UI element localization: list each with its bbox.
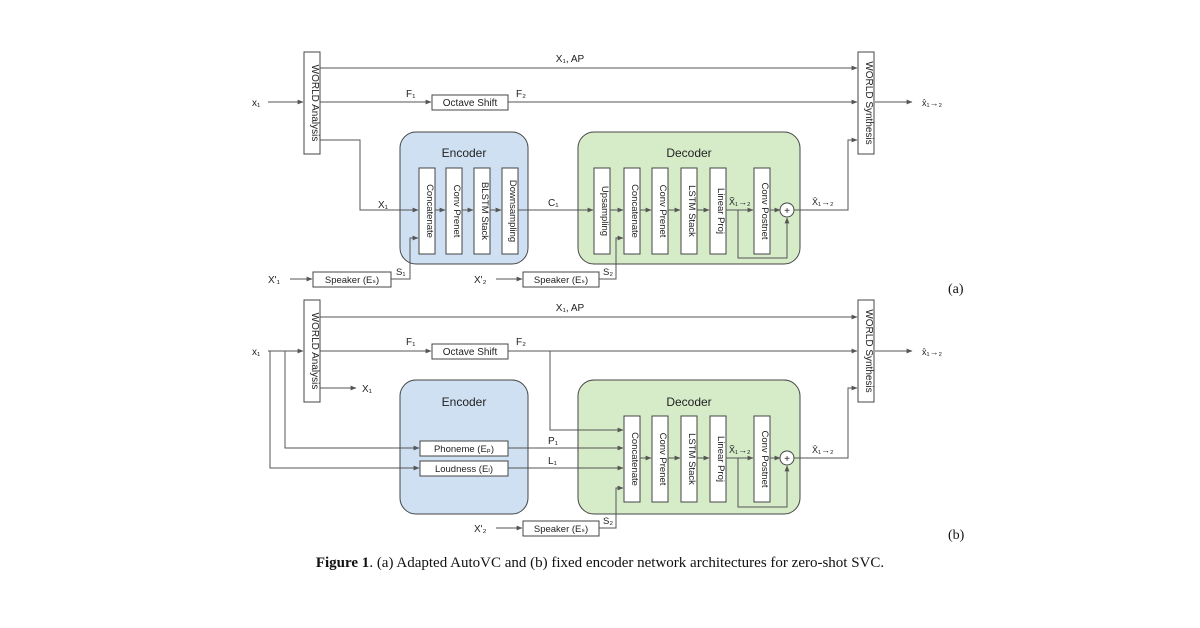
speaker1-label: Speaker (Eₛ) — [325, 275, 379, 286]
decoder-title: Decoder — [666, 395, 711, 409]
postnet-label: Conv Postnet — [759, 430, 770, 487]
f2-label: F₂ — [516, 89, 526, 100]
world-synthesis-box — [857, 51, 875, 155]
encoder-blocks: Concatenate Conv Prenet BLSTM Stack Down… — [418, 167, 519, 255]
postnet-box — [753, 415, 771, 503]
world-synthesis-label: WORLD Synthesis — [863, 61, 874, 144]
x-tilde-label: X̃₁→₂ — [729, 197, 751, 207]
panel-a-label: (a) — [948, 282, 964, 297]
world-analysis-box — [303, 51, 321, 155]
ref2-label: X'₂ — [474, 275, 487, 286]
plus-symbol: + — [784, 206, 790, 217]
decoder-block-label: Linear Proj — [715, 188, 726, 234]
s2-path — [599, 485, 624, 529]
encoder-block-label: Concatenate — [424, 184, 435, 238]
encoder-title: Encoder — [442, 395, 487, 409]
panel-b-label: (b) — [948, 528, 965, 543]
x1-path — [320, 139, 419, 213]
octave-shift-label: Octave Shift — [443, 347, 498, 358]
loudness-encoder-label: Loudness (Eₗ) — [435, 464, 493, 475]
s1-path — [391, 235, 419, 280]
x-bar-label: X̄₁→₂ — [812, 197, 834, 207]
x-bar-path — [794, 137, 858, 211]
input-to-phoneme-path — [284, 351, 420, 451]
output-signal-label: x̂₁→₂ — [922, 98, 943, 108]
figure-caption-text: . (a) Adapted AutoVC and (b) fixed encod… — [369, 555, 885, 571]
decoder-block-label: Conv Prenet — [657, 433, 668, 486]
octave-shift-label: Octave Shift — [443, 98, 498, 109]
decoder-block-label: Conv Prenet — [657, 185, 668, 238]
f1-label: F₁ — [406, 89, 416, 100]
world-analysis-label: WORLD Analysis — [309, 65, 320, 142]
decoder-blocks: Concatenate Conv Prenet LSTM Stack Linea… — [623, 415, 727, 503]
ap-signal-label: X₁, AP — [556, 303, 585, 314]
decoder-block-label: Linear Proj — [715, 436, 726, 482]
decoder-block-label: LSTM Stack — [686, 433, 697, 485]
output-signal-label: x̂₁→₂ — [922, 347, 943, 357]
encoder-block-label: Conv Prenet — [451, 185, 462, 238]
ap-signal-label: X₁, AP — [556, 54, 585, 65]
f1-label: F₁ — [406, 337, 416, 348]
speaker2-label: Speaker (Eₛ) — [534, 275, 588, 286]
panel-b: Encoder Decoder WORLD Analysis WORLD Syn… — [252, 299, 943, 537]
l1-label: L₁ — [548, 456, 558, 467]
input-signal-label: x₁ — [252, 347, 261, 358]
residual-skip-path — [737, 210, 790, 259]
f2-label: F₂ — [516, 337, 526, 348]
s2-path — [599, 235, 624, 280]
s1-label: S₁ — [396, 267, 406, 278]
x1-feature-label: X₁ — [378, 200, 389, 211]
speaker2-label: Speaker (Eₛ) — [534, 524, 588, 535]
x-bar-label: X̄₁→₂ — [812, 445, 834, 455]
f2-to-decoder-path — [549, 351, 624, 433]
input-signal-label: x₁ — [252, 98, 261, 109]
decoder-blocks: Upsampling Concatenate Conv Prenet LSTM … — [593, 167, 727, 255]
encoder-block-label: Downsampling — [507, 180, 518, 242]
decoder-title: Decoder — [666, 146, 711, 160]
encoder-block-label: BLSTM Stack — [479, 182, 490, 240]
p1-label: P₁ — [548, 436, 559, 447]
postnet-box — [753, 167, 771, 255]
phoneme-encoder-label: Phoneme (Eₚ) — [434, 444, 494, 455]
plus-symbol: + — [784, 454, 790, 465]
postnet-label: Conv Postnet — [759, 182, 770, 239]
x-bar-path — [794, 385, 858, 459]
world-synthesis-box — [857, 299, 875, 403]
decoder-block-label: LSTM Stack — [686, 185, 697, 237]
s2-label: S₂ — [603, 267, 613, 278]
figure-caption: Figure 1. (a) Adapted AutoVC and (b) fix… — [0, 555, 1200, 572]
decoder-block-label: Upsampling — [599, 186, 610, 236]
s2-label: S₂ — [603, 516, 613, 527]
panel-a: Encoder Decoder WORLD Analysis WORLD Syn… — [252, 51, 943, 288]
world-analysis-label: WORLD Analysis — [309, 313, 320, 390]
input-to-loudness-path — [269, 351, 420, 471]
x-tilde-label: X̃₁→₂ — [729, 445, 751, 455]
x1-feature-label: X₁ — [362, 384, 373, 395]
residual-skip-path — [737, 458, 790, 508]
c1-label: C₁ — [548, 198, 559, 209]
ref2-label: X'₂ — [474, 524, 487, 535]
ref1-label: X'₁ — [268, 275, 281, 286]
decoder-block-label: Concatenate — [629, 184, 640, 238]
world-synthesis-label: WORLD Synthesis — [863, 309, 874, 392]
decoder-block-label: Concatenate — [629, 432, 640, 486]
figure-caption-label: Figure 1 — [315, 555, 370, 571]
encoder-title: Encoder — [442, 146, 487, 160]
